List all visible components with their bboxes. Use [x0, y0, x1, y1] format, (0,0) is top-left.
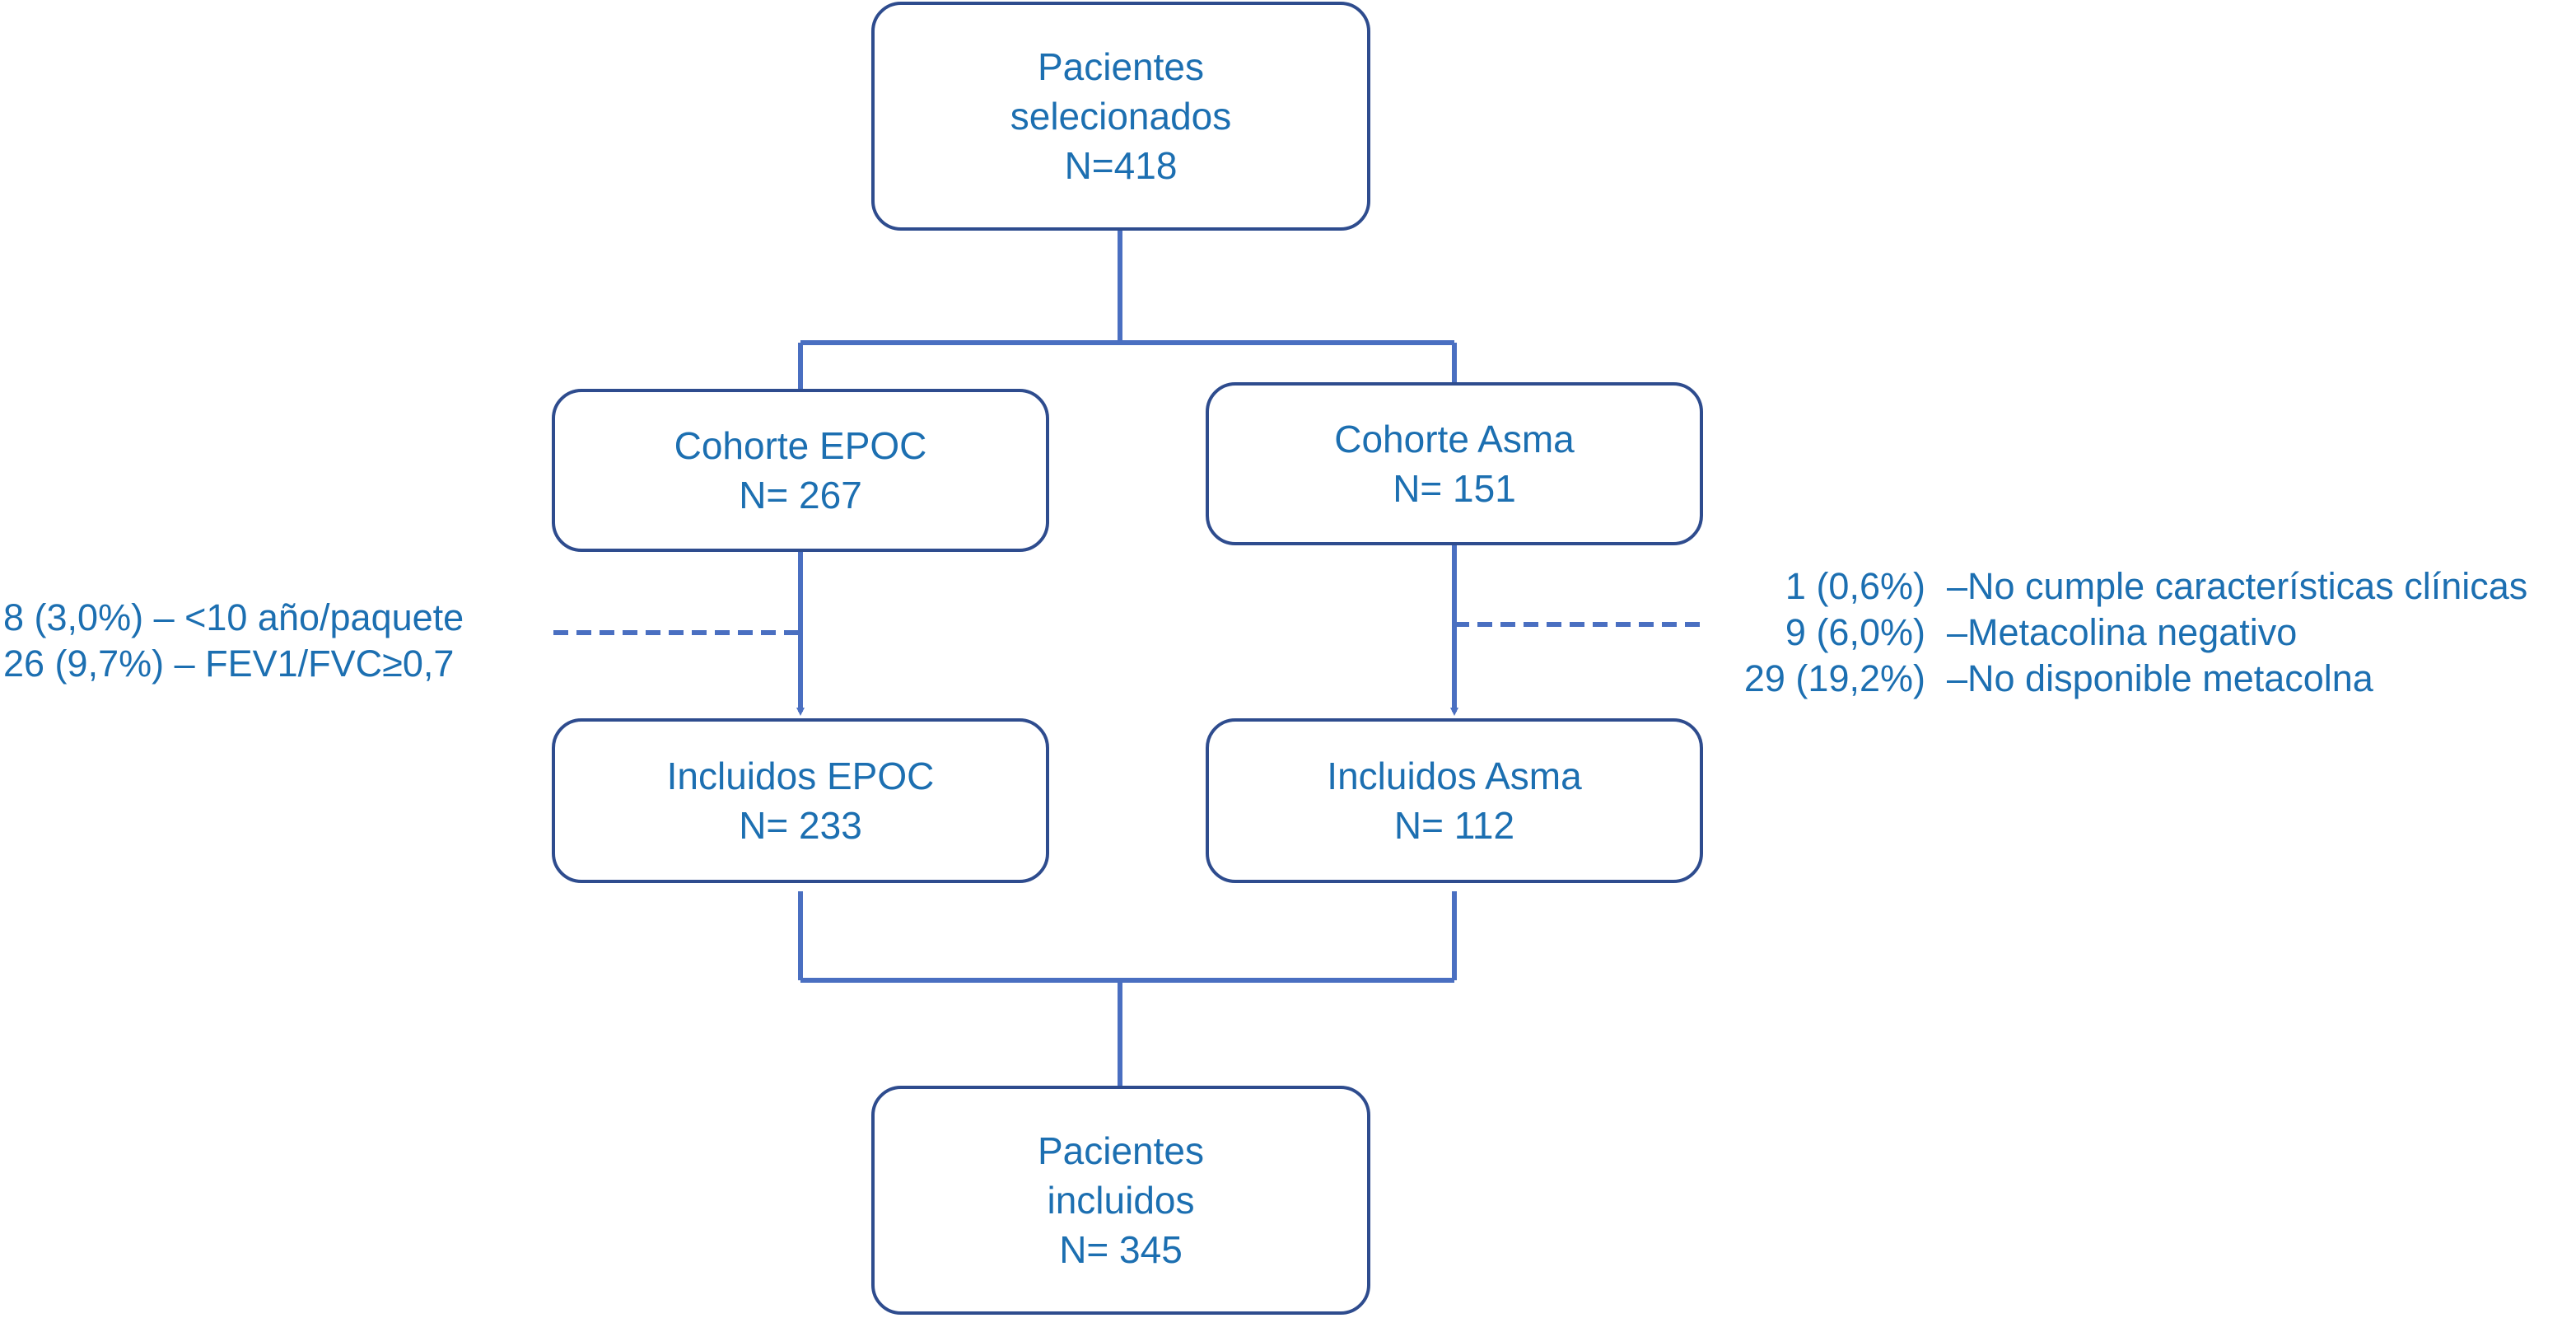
exclusion-asthma-reason-3: –No disponible metacolna	[1947, 657, 2373, 699]
box-copd-included: Incluidos EPOC N= 233	[552, 718, 1049, 883]
box-selected-line-2: selecionados	[1010, 95, 1232, 138]
box-asthma-cohort-line-1: Cohorte Asma	[1334, 418, 1575, 460]
exclusion-copd-2: 26 (9,7%) – FEV1/FVC≥0,7	[3, 643, 455, 685]
box-asthma-included: Incluidos Asma N= 112	[1206, 718, 1703, 883]
exclusions-asthma-counts: 1 (0,6%) 9 (6,0%) 29 (19,2%)	[1744, 563, 1925, 702]
exclusion-asthma-reason-2: –Metacolina negativo	[1947, 611, 2298, 653]
box-final-line-1: Pacientes	[1037, 1129, 1204, 1172]
box-asthma-cohort-line-2: N= 151	[1393, 467, 1516, 510]
exclusion-asthma-count-1: 1 (0,6%)	[1785, 565, 1925, 607]
box-copd-included-line-2: N= 233	[739, 804, 862, 847]
exclusions-copd: 8 (3,0%) – <10 año/paquete 26 (9,7%) – F…	[3, 595, 464, 687]
box-selected-line-3: N=418	[1064, 144, 1178, 187]
box-copd-cohort-line-2: N= 267	[739, 474, 862, 516]
box-final-line-3: N= 345	[1059, 1228, 1183, 1271]
exclusion-copd-1: 8 (3,0%) – <10 año/paquete	[3, 596, 464, 638]
box-asthma-included-line-1: Incluidos Asma	[1327, 755, 1582, 797]
box-copd-included-line-1: Incluidos EPOC	[666, 755, 935, 797]
box-asthma-cohort: Cohorte Asma N= 151	[1206, 382, 1703, 545]
exclusion-asthma-reason-1: –No cumple características clínicas	[1947, 565, 2528, 607]
exclusion-asthma-count-2: 9 (6,0%)	[1785, 611, 1925, 653]
exclusion-asthma-count-3: 29 (19,2%)	[1743, 657, 1925, 699]
exclusions-asthma-reasons: –No cumple características clínicas –Met…	[1947, 563, 2527, 702]
box-final-line-2: incluidos	[1047, 1179, 1195, 1222]
box-copd-cohort: Cohorte EPOC N= 267	[552, 389, 1049, 552]
box-selected-patients: Pacientes selecionados N=418	[871, 2, 1370, 231]
box-selected-line-1: Pacientes	[1037, 45, 1204, 88]
box-copd-cohort-line-1: Cohorte EPOC	[674, 424, 927, 467]
box-final-patients: Pacientes incluidos N= 345	[871, 1086, 1370, 1315]
box-asthma-included-line-2: N= 112	[1393, 804, 1515, 847]
